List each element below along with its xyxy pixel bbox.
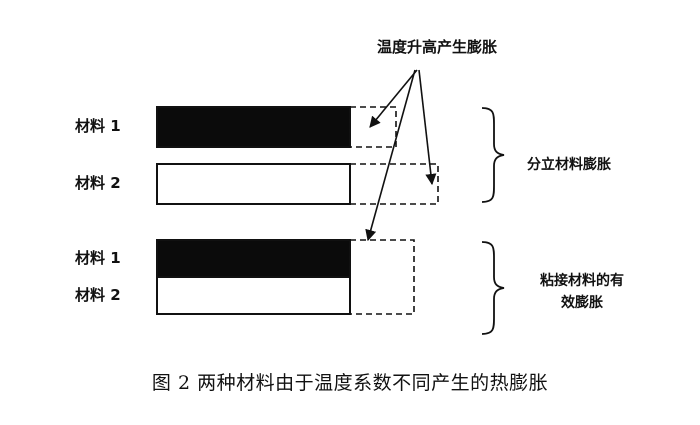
bottom-material-2-bar <box>156 276 351 315</box>
bottom-material-2-label: 材料 2 <box>75 286 121 304</box>
bottom-group-label-line1: 粘接材料的有 <box>540 273 624 289</box>
bottom-group-brace <box>481 241 505 335</box>
top-material-1-expansion <box>349 106 397 148</box>
annotation-label: 温度升高产生膨胀 <box>377 38 498 56</box>
bottom-group-label: 粘接材料的有 效膨胀 <box>527 270 637 314</box>
arrow-to-top-material-1 <box>369 69 418 128</box>
arrow-to-bottom-expansion <box>365 69 416 242</box>
arrow-to-top-material-2 <box>418 69 437 186</box>
top-group-label: 分立材料膨胀 <box>527 157 611 173</box>
figure-caption: 图 2 两种材料由于温度系数不同产生的热膨胀 <box>151 372 549 394</box>
top-material-1-bar <box>156 106 351 148</box>
top-material-2-expansion <box>349 163 439 205</box>
top-material-2-label: 材料 2 <box>75 174 121 192</box>
bottom-group-label-line2: 效膨胀 <box>561 295 603 311</box>
bottom-material-1-bar <box>156 239 351 278</box>
top-group-brace <box>481 107 505 203</box>
bottom-expansion <box>349 239 415 315</box>
bottom-material-1-label: 材料 1 <box>75 249 121 267</box>
top-material-1-label: 材料 1 <box>75 117 121 135</box>
top-material-2-bar <box>156 163 351 205</box>
